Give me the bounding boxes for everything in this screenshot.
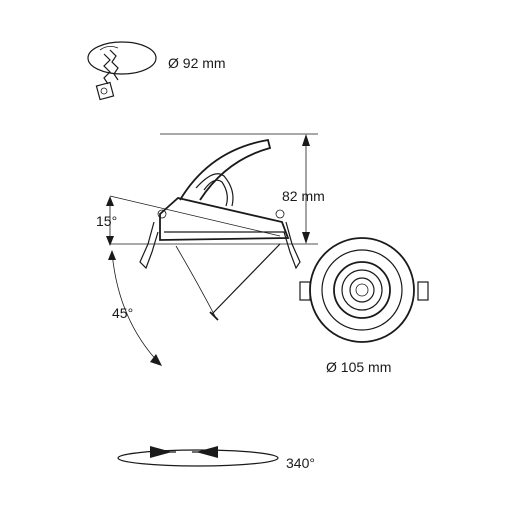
height-label: 82 mm [282,188,325,204]
tilt-down-dimension [108,250,162,366]
tilt-up-label: 15° [96,213,117,229]
rotation-indicator [117,446,279,467]
lamp-side-view [109,133,318,321]
tilt-down-label: 45° [112,305,133,321]
front-diameter-label: Ø 105 mm [326,359,391,375]
cutout-diameter-label: Ø 92 mm [168,55,226,71]
height-dimension [302,134,310,244]
rotation-label: 340° [286,455,315,471]
tilt-up-dimension [106,196,114,246]
cutout-icon [87,41,157,101]
lamp-front-view [299,237,429,343]
